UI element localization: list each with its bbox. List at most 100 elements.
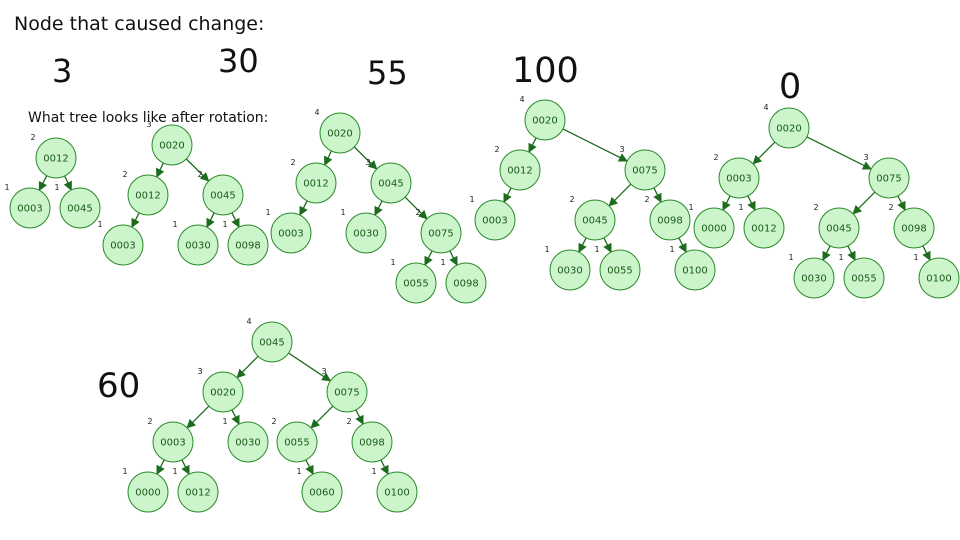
tree-node-height: 2 bbox=[415, 208, 420, 217]
tree-edge bbox=[288, 352, 332, 382]
tree-edge bbox=[503, 187, 512, 203]
tree-edge bbox=[324, 150, 333, 166]
tree-node-height: 1 bbox=[838, 253, 843, 262]
tree-node-height: 1 bbox=[4, 183, 9, 192]
tree-edge bbox=[38, 175, 48, 192]
tree-node-label: 0020 bbox=[327, 129, 352, 140]
tree-node-label: 0045 bbox=[210, 191, 235, 202]
tree-node-label: 0098 bbox=[657, 216, 682, 227]
tree-node-height: 1 bbox=[738, 203, 743, 212]
tree-node-circle bbox=[718, 157, 760, 199]
tree-node-height: 1 bbox=[669, 245, 674, 254]
tree-node-circle bbox=[227, 421, 269, 463]
tree-node-label: 0020 bbox=[159, 141, 184, 152]
tree-node-height: 4 bbox=[763, 103, 768, 112]
tree-node-circle bbox=[177, 224, 219, 266]
tree-node-circle bbox=[127, 174, 169, 216]
tree-edge bbox=[353, 146, 378, 170]
tree-node-circle bbox=[319, 112, 361, 154]
tree-node-height: 1 bbox=[122, 467, 127, 476]
tree-node-label: 0003 bbox=[482, 216, 507, 227]
tree-node-circle bbox=[376, 471, 418, 513]
tree-node-label: 0030 bbox=[235, 438, 260, 449]
tree-edge bbox=[603, 237, 612, 253]
tree-node-label: 0012 bbox=[43, 154, 68, 165]
tree-node-circle bbox=[693, 207, 735, 249]
tree-node-label: 0012 bbox=[185, 488, 210, 499]
tree-node-height: 1 bbox=[172, 220, 177, 229]
tree-edge bbox=[897, 195, 906, 211]
tree-node-circle bbox=[474, 199, 516, 241]
tree-node-label: 0100 bbox=[926, 274, 951, 285]
tree-edge bbox=[206, 212, 215, 228]
tree-node-height: 2 bbox=[346, 417, 351, 426]
tree-node-label: 0003 bbox=[110, 241, 135, 252]
tree-node-label: 0020 bbox=[532, 116, 557, 127]
tree-node-height: 2 bbox=[888, 203, 893, 212]
tree-node-height: 4 bbox=[314, 108, 319, 117]
tree-node-circle bbox=[151, 124, 193, 166]
tree-node-label: 0098 bbox=[453, 279, 478, 290]
tree-node-height: 1 bbox=[469, 195, 474, 204]
tree-node-label: 0000 bbox=[701, 224, 726, 235]
tree-node-height: 2 bbox=[147, 417, 152, 426]
tree-node-height: 1 bbox=[222, 220, 227, 229]
tree-edges bbox=[38, 175, 72, 192]
tree-edge bbox=[185, 158, 210, 182]
tree-node-label: 0055 bbox=[851, 274, 876, 285]
tree-node-circle bbox=[345, 212, 387, 254]
tree-node-height: 2 bbox=[290, 158, 295, 167]
tree-node-circle bbox=[177, 471, 219, 513]
tree-edge bbox=[355, 409, 364, 425]
tree-node-circle bbox=[152, 421, 194, 463]
tree-edge bbox=[156, 162, 165, 178]
tree-node-label: 0075 bbox=[876, 174, 901, 185]
tree-node-label: 0045 bbox=[378, 179, 403, 190]
tree-node-label: 0098 bbox=[359, 438, 384, 449]
tree-node-height: 4 bbox=[246, 317, 251, 326]
tree-node-circle bbox=[918, 257, 960, 299]
tree-node-label: 0055 bbox=[403, 279, 428, 290]
header-title: Node that caused change: bbox=[14, 13, 264, 35]
tree-node-circle bbox=[127, 471, 169, 513]
tree-node-circle bbox=[326, 371, 368, 413]
tree-edges bbox=[503, 128, 687, 253]
tree-node-label: 0000 bbox=[135, 488, 160, 499]
tree-edges bbox=[299, 146, 458, 266]
tree-node-height: 1 bbox=[390, 258, 395, 267]
tree-edge bbox=[236, 355, 259, 379]
tree-node-height: 3 bbox=[321, 367, 326, 376]
tree-node-height: 2 bbox=[30, 133, 35, 142]
tree-node-label: 0020 bbox=[776, 124, 801, 135]
tree-edge bbox=[806, 136, 872, 170]
tree-node-circle bbox=[843, 257, 885, 299]
tree-node-circle bbox=[295, 162, 337, 204]
tree-edge bbox=[678, 237, 687, 253]
tree-node-circle bbox=[202, 371, 244, 413]
tree-node-circle bbox=[301, 471, 343, 513]
tree-edge bbox=[449, 250, 458, 266]
tree-node-circle bbox=[445, 262, 487, 304]
tree-edge bbox=[424, 250, 433, 266]
tree-node-circle bbox=[102, 224, 144, 266]
tree-node-label: 0012 bbox=[507, 166, 532, 177]
tree-node-circle bbox=[674, 249, 716, 291]
header-subtitle: What tree looks like after rotation: bbox=[28, 110, 268, 126]
tree-node-height: 4 bbox=[519, 95, 524, 104]
tree-edge bbox=[299, 200, 308, 216]
tree-node-circle bbox=[649, 199, 691, 241]
tree-node-height: 3 bbox=[197, 367, 202, 376]
tree-node-circle bbox=[599, 249, 641, 291]
tree-edge bbox=[528, 137, 537, 153]
tree-node-circle bbox=[499, 149, 541, 191]
tree-node-label: 0030 bbox=[185, 241, 210, 252]
tree-node-height: 1 bbox=[265, 208, 270, 217]
tree-node-circle bbox=[624, 149, 666, 191]
inserted-value-t1: 3 bbox=[52, 52, 72, 90]
tree-node-circle bbox=[818, 207, 860, 249]
